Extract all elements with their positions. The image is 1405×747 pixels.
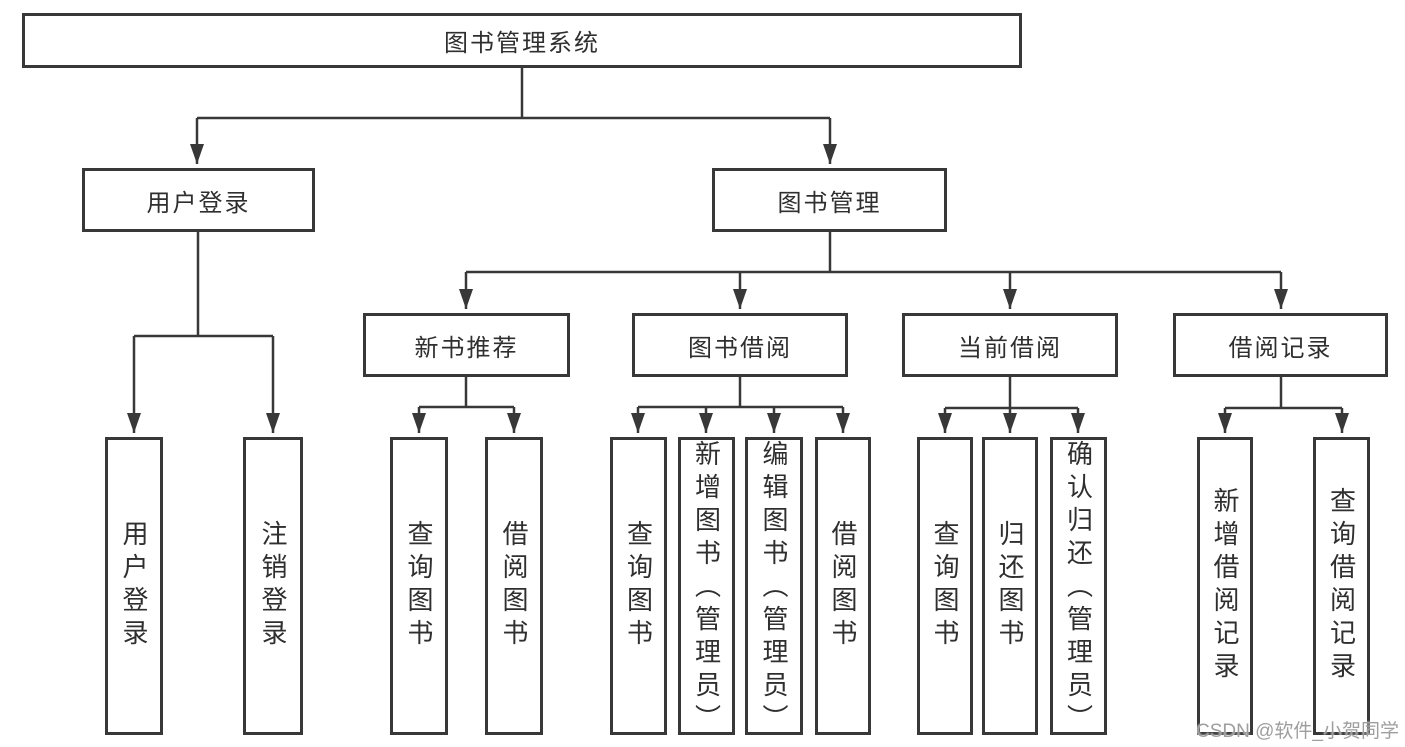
watermark: CSDN @软件_小贺同学	[1196, 721, 1399, 742]
leaf-borrow-book-recommend: 借阅图书	[485, 437, 543, 735]
leaf-return-book: 归还图书	[982, 437, 1038, 735]
leaf-add-borrow-record: 新增借阅记录	[1197, 437, 1253, 735]
node-book-management: 图书管理	[712, 168, 947, 232]
leaf-add-book-admin: 新增图书（管理员）	[678, 437, 735, 735]
node-current-borrow: 当前借阅	[902, 313, 1118, 377]
leaf-query-borrow-record: 查询借阅记录	[1313, 437, 1370, 735]
node-user-login: 用户登录	[82, 168, 315, 232]
leaf-query-book-current: 查询图书	[917, 437, 973, 735]
leaf-query-book-recommend: 查询图书	[390, 437, 448, 735]
node-borrow-records: 借阅记录	[1173, 313, 1388, 377]
leaf-confirm-return-admin: 确认归还（管理员）	[1050, 437, 1107, 735]
node-book-borrow: 图书借阅	[632, 313, 848, 377]
leaf-logout: 注销登录	[243, 437, 303, 735]
node-book-mgmt-system: 图书管理系统	[22, 13, 1022, 68]
leaf-borrow-book: 借阅图书	[815, 437, 871, 735]
leaf-edit-book-admin: 编辑图书（管理员）	[745, 437, 803, 735]
leaf-user-login: 用户登录	[105, 437, 163, 735]
node-new-book-recommend: 新书推荐	[363, 313, 570, 377]
leaf-query-book-borrow: 查询图书	[610, 437, 667, 735]
